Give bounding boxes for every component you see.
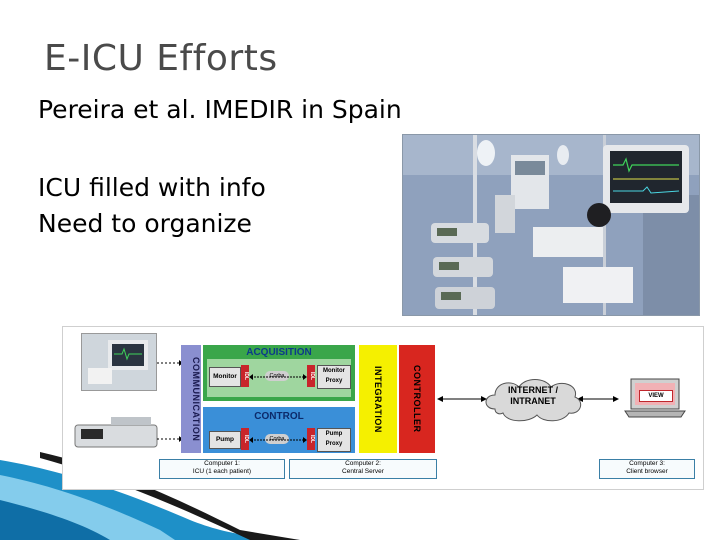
text-line-3: Need to organize bbox=[38, 209, 252, 238]
acquisition-block: ACQUISITION Monitor IDL Corba IDL Monito… bbox=[203, 345, 355, 401]
text-line-2: ICU filled with info bbox=[38, 173, 266, 202]
computer3-label: Computer 3: Client browser bbox=[599, 459, 695, 479]
control-block: CONTROL Pump IDL Corba IDL Pump Proxy bbox=[203, 407, 355, 453]
integration-block: INTEGRATION bbox=[359, 345, 397, 453]
pump-proxy-module: Pump Proxy bbox=[317, 428, 351, 452]
corba-label: Corba bbox=[265, 434, 289, 444]
monitor-proxy-module: Monitor Proxy bbox=[317, 365, 351, 389]
monitor-module: Monitor bbox=[209, 367, 241, 387]
computer2-title: Computer 2: bbox=[345, 460, 381, 467]
computer3-subtitle: Client browser bbox=[626, 468, 668, 475]
idl-label: IDL bbox=[241, 428, 249, 450]
corba-label: Corba bbox=[265, 371, 289, 381]
internet-label: INTERNET / INTRANET bbox=[507, 385, 558, 406]
view-label: VIEW bbox=[639, 390, 673, 402]
internet-cloud bbox=[485, 379, 582, 422]
controller-block: CONTROLLER bbox=[399, 345, 435, 453]
architecture-diagram: COMMUNICATION ACQUISITION Monitor IDL Co… bbox=[62, 326, 704, 490]
computer2-subtitle: Central Server bbox=[342, 468, 384, 475]
communication-block: COMMUNICATION bbox=[181, 345, 201, 453]
computer1-label: Computer 1: ICU (1 each patient) bbox=[159, 459, 285, 479]
pump-device-image bbox=[71, 411, 161, 451]
computer2-label: Computer 2: Central Server bbox=[289, 459, 437, 479]
monitor-device-image bbox=[81, 333, 157, 391]
text-line-1: Pereira et al. IMEDIR in Spain bbox=[38, 95, 402, 124]
pump-module: Pump bbox=[209, 431, 241, 449]
acquisition-label: ACQUISITION bbox=[246, 347, 312, 358]
computer1-title: Computer 1: bbox=[204, 460, 240, 467]
computer1-subtitle: ICU (1 each patient) bbox=[192, 468, 252, 475]
idl-label: IDL bbox=[307, 428, 315, 450]
control-label: CONTROL bbox=[254, 411, 304, 422]
network-links bbox=[437, 396, 619, 402]
computer3-title: Computer 3: bbox=[629, 460, 665, 467]
idl-label: IDL bbox=[241, 365, 249, 387]
device-links bbox=[157, 360, 183, 442]
idl-label: IDL bbox=[307, 365, 315, 387]
slide-title: E-ICU Efforts bbox=[44, 38, 278, 79]
icu-photo bbox=[402, 134, 700, 316]
